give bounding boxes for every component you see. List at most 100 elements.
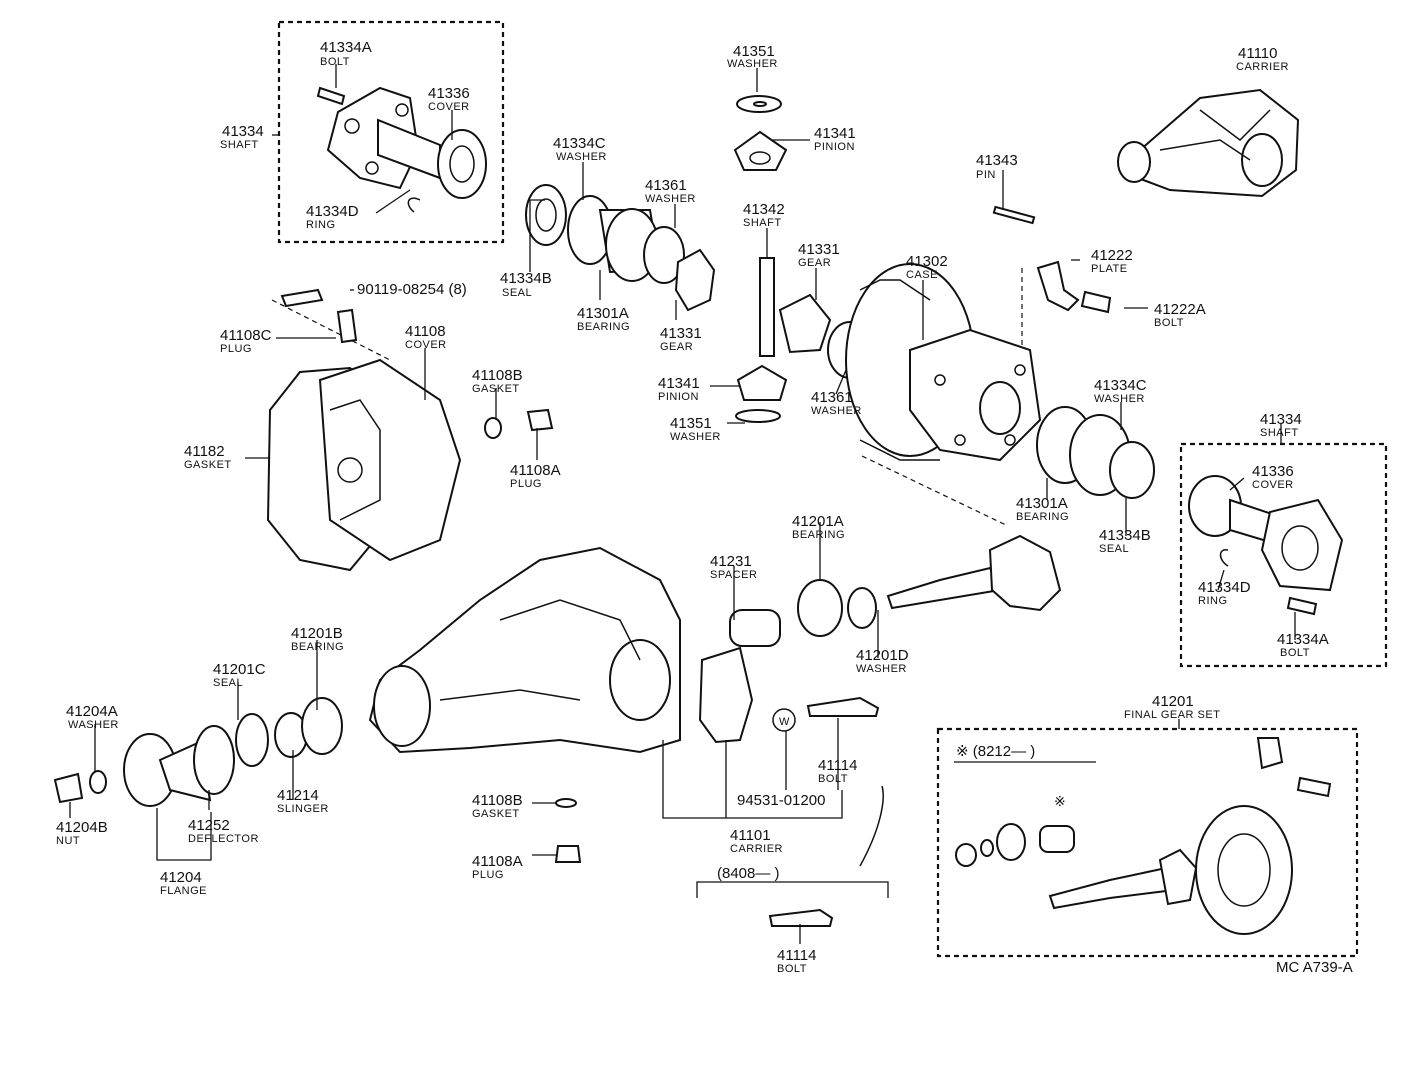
svg-text:GEAR: GEAR: [660, 341, 693, 353]
callout-41108A-top: 41108A PLUG: [510, 462, 561, 490]
svg-text:41201B: 41201B: [291, 625, 343, 642]
callout-41302: 41302 CASE: [906, 253, 948, 281]
callout-41222A: 41222A BOLT: [1154, 301, 1206, 329]
callout-41334-right: 41334 SHAFT: [1260, 411, 1302, 439]
carrier-housing-drawing: [368, 546, 681, 754]
axle-shaft-right-drawing: [1188, 475, 1344, 616]
svg-text:COVER: COVER: [1252, 479, 1294, 491]
callout-41334B-right: 41334B SEAL: [1099, 527, 1151, 555]
svg-text:GEAR: GEAR: [798, 257, 831, 269]
callout-41252: 41252 DEFLECTOR: [188, 817, 259, 845]
callout-90119: 90119-08254 (8): [357, 281, 467, 298]
svg-text:41343: 41343: [976, 152, 1018, 169]
svg-text:RING: RING: [306, 219, 336, 231]
svg-text:SHAFT: SHAFT: [1260, 427, 1299, 439]
svg-text:SEAL: SEAL: [502, 287, 532, 299]
svg-text:41334A: 41334A: [320, 39, 372, 56]
leader-lines: [69, 64, 1296, 944]
callout-41182: 41182 GASKET: [184, 443, 232, 471]
svg-text:BEARING: BEARING: [577, 321, 630, 333]
svg-text:41108: 41108: [405, 323, 446, 340]
svg-text:BOLT: BOLT: [1154, 317, 1184, 329]
group-box-final-gear-set: [936, 727, 1359, 958]
callout-41341-bottom: 41341 PINION: [658, 375, 700, 403]
svg-text:41351: 41351: [733, 43, 775, 60]
svg-text:41201D: 41201D: [856, 647, 909, 664]
callout-41334C-right: 41334C WASHER: [1094, 377, 1147, 405]
svg-text:41334C: 41334C: [553, 135, 606, 152]
callout-41361-bottom: 41361 WASHER: [811, 389, 862, 417]
callout-41110: 41110 CARRIER: [1236, 45, 1289, 73]
callout-41334A-top: 41334A BOLT: [320, 39, 372, 68]
callout-41351-top: 41351 WASHER: [727, 43, 777, 70]
svg-text:WASHER: WASHER: [1094, 393, 1145, 405]
svg-text:41214: 41214: [277, 787, 319, 804]
svg-text:41331: 41331: [660, 325, 702, 342]
svg-text:WASHER: WASHER: [68, 719, 119, 731]
svg-text:COVER: COVER: [428, 101, 470, 113]
svg-text:41341: 41341: [814, 125, 856, 142]
svg-text:BOLT: BOLT: [320, 56, 350, 68]
svg-text:41108B: 41108B: [472, 367, 523, 384]
svg-text:41336: 41336: [1252, 463, 1294, 480]
svg-text:41201C: 41201C: [213, 661, 266, 678]
callout-41201B: 41201B BEARING: [291, 625, 344, 653]
callout-41301A-top: 41301A BEARING: [577, 305, 630, 333]
svg-text:SEAL: SEAL: [213, 677, 243, 689]
svg-text:41114: 41114: [777, 947, 817, 964]
callout-41201A: 41201A BEARING: [792, 513, 845, 541]
svg-text:41182: 41182: [184, 443, 225, 460]
svg-text:41108A: 41108A: [472, 853, 523, 870]
svg-text:41301A: 41301A: [1016, 495, 1068, 512]
differential-case-drawing: [778, 263, 1042, 462]
svg-text:WASHER: WASHER: [811, 405, 862, 417]
callout-41204: 41204 FLANGE: [160, 869, 207, 897]
svg-text:41361: 41361: [811, 389, 853, 406]
callout-41343: 41343 PIN: [976, 152, 1018, 181]
svg-text:SLINGER: SLINGER: [277, 803, 329, 815]
callout-41108A-bottom: 41108A PLUG: [472, 853, 523, 881]
svg-text:PLUG: PLUG: [472, 869, 504, 881]
callout-41108B-bottom: 41108B GASKET: [472, 792, 523, 820]
callout-41108C: 41108C PLUG: [220, 327, 272, 355]
callout-41201C: 41201C SEAL: [213, 661, 266, 689]
pinion-bottom-drawing: [735, 364, 788, 423]
svg-text:41334B: 41334B: [500, 270, 552, 287]
svg-text:41204B: 41204B: [56, 819, 108, 836]
svg-text:FINAL GEAR SET: FINAL GEAR SET: [1124, 709, 1220, 721]
svg-text:SHAFT: SHAFT: [220, 139, 259, 151]
callout-41334C-top: 41334C WASHER: [553, 135, 606, 163]
svg-text:PINION: PINION: [658, 391, 699, 403]
svg-text:BOLT: BOLT: [818, 773, 848, 785]
svg-text:41334A: 41334A: [1277, 631, 1329, 648]
flange-assembly-drawing: [53, 697, 343, 807]
svg-text:41108C: 41108C: [220, 327, 272, 344]
callout-41334B-top: 41334B SEAL: [500, 270, 552, 299]
svg-text:FLANGE: FLANGE: [160, 885, 207, 897]
svg-text:90119-08254 (8): 90119-08254 (8): [357, 281, 467, 298]
svg-text:41110: 41110: [1238, 45, 1278, 62]
svg-text:COVER: COVER: [405, 339, 447, 351]
svg-text:41334D: 41334D: [306, 203, 359, 220]
svg-text:GASKET: GASKET: [472, 383, 520, 395]
plate-drawing: [1021, 260, 1112, 346]
svg-text:DEFLECTOR: DEFLECTOR: [188, 833, 259, 845]
svg-text:41201: 41201: [1152, 693, 1194, 710]
callout-41334-top: 41334 SHAFT: [220, 123, 264, 151]
svg-text:41342: 41342: [743, 201, 785, 218]
axle-shaft-top-drawing: [316, 86, 487, 213]
drain-plug-drawing: [554, 696, 884, 927]
drive-pinion-drawing: [698, 455, 1062, 744]
svg-text:SPACER: SPACER: [710, 569, 757, 581]
svg-text:GASKET: GASKET: [184, 459, 232, 471]
callout-41201: 41201 FINAL GEAR SET: [1124, 693, 1220, 721]
svg-text:41334B: 41334B: [1099, 527, 1151, 544]
star-marker: ※: [1054, 793, 1066, 809]
group-box-shaft-right: [1179, 442, 1388, 668]
group-box-shaft-top: [277, 20, 505, 244]
date-range-bolt-41114: (8408— ): [717, 865, 780, 882]
svg-text:PIN: PIN: [976, 169, 996, 181]
svg-text:41252: 41252: [188, 817, 230, 834]
callout-41214: 41214 SLINGER: [277, 787, 329, 815]
callout-41204B: 41204B NUT: [56, 819, 108, 847]
